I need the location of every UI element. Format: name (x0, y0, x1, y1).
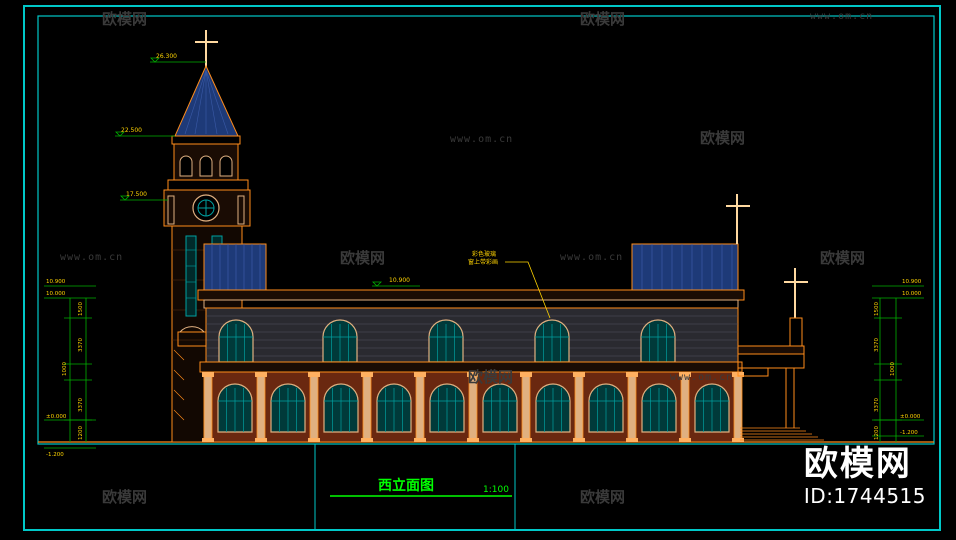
column (574, 375, 584, 441)
main-hall (177, 194, 750, 443)
left-dim-span-2: 1000 (62, 362, 68, 376)
watermark-url: www.om.cn (450, 134, 514, 145)
watermark-brand: 欧模网 (468, 368, 514, 386)
column (627, 375, 637, 441)
column (680, 375, 690, 441)
watermark-url: www.om.cn (670, 372, 734, 383)
side-porch (737, 268, 824, 441)
right-dim-top-a: 10.900 (902, 279, 922, 285)
right-dim-ground-a: ±0.000 (900, 414, 921, 420)
porch-cross-icon (784, 268, 808, 318)
elev-clock-label: 17.500 (126, 191, 147, 198)
column (256, 375, 266, 441)
column (521, 375, 531, 441)
outer-frame (23, 5, 941, 531)
left-dim-span-3: 3370 (78, 398, 84, 412)
left-dim-ground-b: -1.200 (46, 452, 64, 458)
left-dimension-stack (44, 285, 96, 449)
brand-badge: 欧模网 ID:1744515 (804, 444, 926, 508)
glass-note-line2: 窗上带彩画 (468, 258, 498, 266)
watermark-brand: 欧模网 (700, 129, 746, 147)
right-dim-ground-b: -1.200 (900, 430, 918, 436)
watermark-brand: 欧模网 (580, 10, 626, 28)
left-dim-span-0: 1500 (78, 302, 84, 316)
drawing-title: 西立面图 (378, 477, 434, 494)
right-dim-top-b: 10.000 (902, 291, 922, 297)
left-dim-span-1: 3370 (78, 338, 84, 352)
badge-brand: 欧模网 (803, 444, 912, 484)
tower-spire (174, 64, 239, 137)
columns (202, 372, 744, 442)
elev-top-label: 26.300 (156, 53, 177, 60)
watermark-url: www.om.cn (810, 11, 874, 22)
parapet (197, 289, 745, 301)
badge-id: ID:1744515 (803, 484, 926, 508)
column (309, 375, 319, 441)
watermark-brand: 欧模网 (102, 488, 148, 506)
left-roof-box (203, 243, 267, 293)
column (203, 375, 213, 441)
elevation-marks (115, 57, 420, 287)
column (362, 375, 372, 441)
column (415, 375, 425, 441)
column (733, 375, 743, 441)
upper-windows (218, 319, 676, 363)
elev-belfry-label: 22.500 (121, 127, 142, 134)
left-dim-top-b: 10.000 (46, 291, 66, 297)
roof-cross-icon (726, 194, 750, 244)
right-roof-box (631, 243, 739, 293)
left-dim-ground-a: ±0.000 (46, 414, 67, 420)
left-dim-span-4: 1200 (78, 426, 84, 440)
watermark-url: www.om.cn (60, 252, 124, 263)
right-dim-span-2: 1000 (890, 362, 896, 376)
drawing-scale: 1:100 (483, 485, 509, 495)
right-dim-span-1: 3370 (874, 338, 880, 352)
right-dim-span-3: 3370 (874, 398, 880, 412)
watermark-brand: 欧模网 (820, 249, 866, 267)
watermark-brand: 欧模网 (340, 249, 386, 267)
elev-roof-label: 10.900 (389, 277, 410, 284)
inner-frame (37, 15, 935, 445)
watermark-url: www.om.cn (560, 252, 624, 263)
watermark-brand: 欧模网 (102, 10, 148, 28)
watermark-brand: 欧模网 (580, 488, 626, 506)
glass-note-line1: 彩色玻璃 (472, 250, 496, 258)
right-dimension-stack (872, 285, 924, 442)
lower-windows (217, 383, 730, 433)
right-dim-span-4: 1200 (874, 426, 880, 440)
right-dim-span-0: 1500 (874, 302, 880, 316)
left-dim-top-a: 10.900 (46, 279, 66, 285)
note-leader (505, 261, 551, 319)
